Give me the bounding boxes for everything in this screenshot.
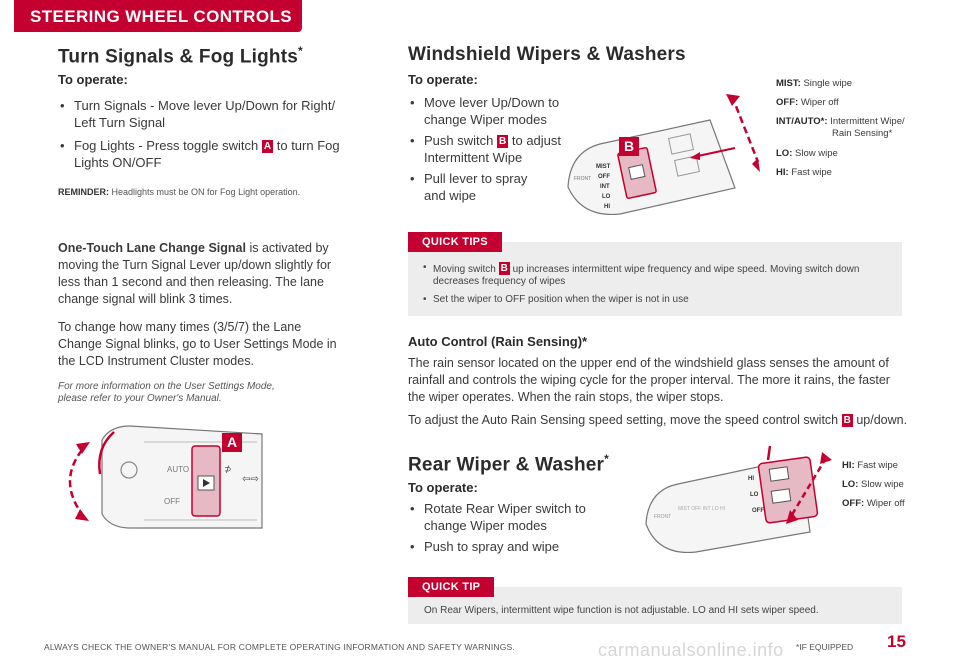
svg-text:FRONT: FRONT	[574, 176, 591, 182]
turn-bullet-2: Fog Lights - Press toggle switch A to tu…	[60, 137, 340, 171]
wiper-setting-hi: HI: Fast wipe	[776, 167, 832, 178]
auto-control-paragraph: The rain sensor located on the upper end…	[408, 356, 890, 404]
rear-wiper-lever-illustration: FRONT MIST OFF INT LO HI HI LO OFF	[645, 445, 832, 554]
figure-badge-b: B	[619, 137, 639, 156]
turn-arrows-icon: ⇦⇨	[242, 474, 259, 485]
rear-setting-hi: HI: Fast wipe	[842, 460, 898, 471]
lever-label-off: OFF	[164, 497, 180, 506]
owners-manual-note: For more information on the User Setting…	[58, 381, 275, 404]
badge-a: A	[261, 140, 274, 153]
wiper-label-off: OFF	[598, 174, 610, 180]
svg-text:FRONT: FRONT	[654, 514, 671, 520]
wiper-setting-int: INT/AUTO*: Intermittent Wipe/	[776, 116, 905, 127]
rear-rotation-arrow	[788, 457, 828, 519]
rear-label-hi: HI	[748, 476, 754, 482]
rear-to-operate: To operate:	[408, 480, 478, 495]
wipers-bullet-3: Pull lever to spray and wipe	[410, 170, 550, 204]
lever-motion-arrow	[68, 449, 84, 515]
arrow-head-up	[76, 442, 90, 454]
rear-setting-lo: LO: Slow wipe	[842, 479, 904, 490]
rear-label-off: OFF	[752, 508, 764, 514]
quick-tip-label: QUICK TIP	[408, 577, 495, 597]
turn-signals-title: Turn Signals & Fog Lights*	[58, 44, 303, 68]
turn-to-operate: To operate:	[58, 72, 128, 87]
wiper-label-hi: HI	[604, 204, 610, 210]
section-title: STEERING WHEEL CONTROLS	[30, 7, 293, 26]
footer-if-equipped: *IF EQUIPPED	[796, 642, 854, 652]
rear-bullet-2: Push to spray and wipe	[410, 538, 630, 555]
quick-tip-2: Set the wiper to OFF position when the w…	[423, 294, 888, 306]
turn-signal-lever-illustration: AUTO OFF ⊅ ⇦⇨	[68, 425, 263, 529]
figure-badge-a: A	[222, 433, 242, 452]
wipers-title: Windshield Wipers & Washers	[408, 44, 686, 65]
wipers-bullet-2: Push switch B to adjust Intermittent Wip…	[410, 132, 570, 166]
wiper-label-lo: LO	[602, 194, 611, 200]
wiper-setting-off: OFF: Wiper off	[776, 97, 839, 108]
quick-tips-label: QUICK TIPS	[408, 232, 502, 252]
rear-wiper-icon	[673, 155, 701, 177]
wiper-setting-lo: LO: Slow wipe	[776, 148, 838, 159]
lane-change-paragraph: One-Touch Lane Change Signal is activate…	[58, 241, 332, 306]
svg-text:MIST OFF INT LO HI: MIST OFF INT LO HI	[678, 506, 725, 512]
lane-change-settings-paragraph: To change how many times (3/5/7) the Lan…	[58, 320, 337, 368]
wipers-to-operate: To operate:	[408, 72, 478, 87]
reminder: REMINDER: Headlights must be ON for Fog …	[58, 187, 301, 197]
sun-icon	[120, 461, 138, 479]
wiper-setting-int-line2: Rain Sensing*	[832, 128, 893, 139]
fog-light-icon: ⊅	[224, 464, 232, 474]
turn-bullet-1: Turn Signals - Move lever Up/Down for Ri…	[60, 97, 340, 131]
rear-wiper-title: Rear Wiper & Washer*	[408, 452, 610, 476]
lever-rotation-arrow	[98, 431, 115, 475]
watermark: carmanualsonline.info	[598, 640, 784, 660]
rear-bullet-1: Rotate Rear Wiper switch to change Wiper…	[410, 500, 630, 534]
auto-control-adjust: To adjust the Auto Rain Sensing speed se…	[408, 413, 908, 427]
wiper-label-int: INT	[600, 184, 610, 190]
section-header-tab: STEERING WHEEL CONTROLS	[14, 0, 302, 32]
auto-control-title: Auto Control (Rain Sensing)*	[408, 334, 588, 349]
wiper-label-mist: MIST	[596, 164, 611, 170]
arrow-head-down	[75, 509, 89, 521]
wiper-setting-mist: MIST: Single wipe	[776, 78, 853, 89]
rear-label-lo: LO	[750, 492, 759, 498]
badge-b: B	[497, 135, 509, 148]
footer-warning: ALWAYS CHECK THE OWNER'S MANUAL FOR COMP…	[44, 642, 515, 652]
rear-setting-off: OFF: Wiper off	[842, 498, 905, 509]
wiper-motion-arrow	[730, 95, 760, 163]
rear-push-icon	[667, 133, 695, 155]
pull-arrow	[697, 147, 736, 157]
quick-tip-text: On Rear Wipers, intermittent wipe functi…	[424, 605, 819, 616]
quick-tip-1: Moving switch B up increases intermitten…	[423, 262, 888, 288]
page-number: 15	[887, 632, 906, 651]
wipers-bullet-1: Move lever Up/Down to change Wiper modes	[410, 94, 570, 128]
lever-label-auto: AUTO	[167, 465, 189, 474]
wiper-lever-illustration: FRONT MIST OFF INT LO HI	[567, 94, 760, 216]
